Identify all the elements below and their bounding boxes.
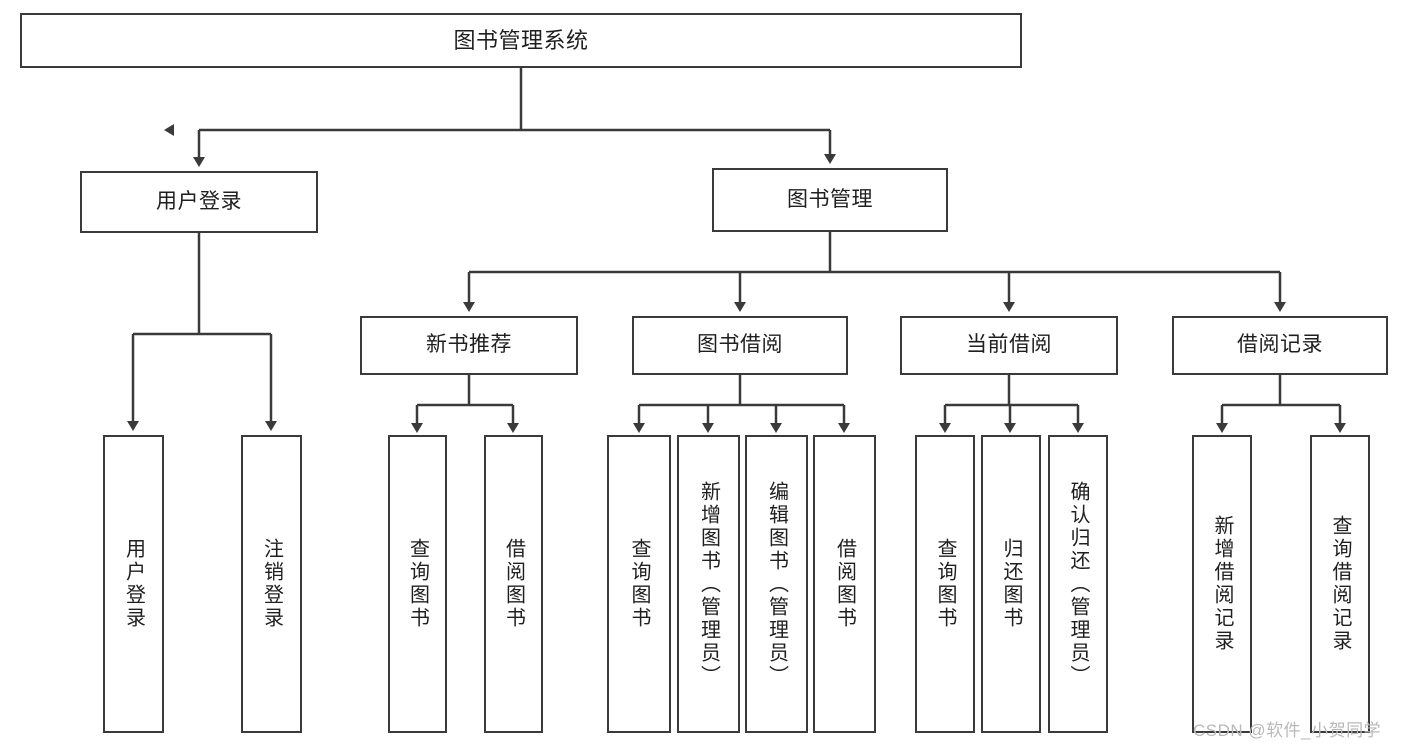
- leaf-borrow-record-add-record[interactable]: 新增借阅记录: [1192, 435, 1252, 733]
- leaf-new-book-borrow-book[interactable]: 借阅图书: [484, 435, 543, 733]
- node-root-system[interactable]: 图书管理系统: [20, 13, 1022, 68]
- node-label: 借阅图书: [502, 538, 525, 630]
- node-label: 归还图书: [1000, 538, 1022, 630]
- node-label: 新增借阅记录: [1211, 515, 1233, 653]
- node-book-borrow[interactable]: 图书借阅: [632, 316, 848, 375]
- node-label: 用户登录: [156, 189, 242, 213]
- leaf-user-login-logout[interactable]: 注销登录: [241, 435, 302, 733]
- leaf-current-borrow-confirm-return-admin[interactable]: 确认归还（管理员）: [1048, 435, 1108, 733]
- node-label: 查询图书: [628, 538, 650, 630]
- node-label: 新书推荐: [426, 333, 512, 357]
- node-label: 新增图书（管理员）: [697, 480, 720, 688]
- node-new-book-recommend[interactable]: 新书推荐: [360, 316, 578, 375]
- node-label: 图书管理: [787, 187, 873, 211]
- leaf-book-borrow-edit-book-admin[interactable]: 编辑图书（管理员）: [745, 435, 808, 733]
- node-user-login[interactable]: 用户登录: [80, 171, 318, 233]
- node-label: 借阅图书: [833, 538, 856, 630]
- node-label: 确认归还（管理员）: [1067, 480, 1089, 688]
- leaf-book-borrow-borrow-book[interactable]: 借阅图书: [813, 435, 876, 733]
- node-label: 注销登录: [260, 538, 283, 630]
- node-current-borrow[interactable]: 当前借阅: [900, 316, 1118, 375]
- node-label: 借阅记录: [1237, 333, 1323, 357]
- node-label: 查询图书: [934, 538, 956, 630]
- leaf-borrow-record-query-record[interactable]: 查询借阅记录: [1310, 435, 1370, 733]
- node-label: 用户登录: [122, 538, 145, 630]
- node-label: 图书借阅: [697, 333, 783, 357]
- node-label: 编辑图书（管理员）: [765, 480, 788, 688]
- node-label: 图书管理系统: [453, 27, 589, 53]
- node-borrow-record[interactable]: 借阅记录: [1172, 316, 1388, 375]
- csdn-watermark: CSDN @软件_小贺同学: [1193, 721, 1382, 740]
- node-label: 查询借阅记录: [1329, 515, 1351, 653]
- leaf-book-borrow-query-book[interactable]: 查询图书: [607, 435, 671, 733]
- leaf-current-borrow-query-book[interactable]: 查询图书: [915, 435, 975, 733]
- node-label: 当前借阅: [966, 333, 1052, 357]
- node-label: 查询图书: [406, 538, 429, 630]
- leaf-current-borrow-return-book[interactable]: 归还图书: [981, 435, 1041, 733]
- leaf-new-book-query-book[interactable]: 查询图书: [388, 435, 447, 733]
- node-book-management[interactable]: 图书管理: [712, 168, 948, 232]
- leaf-book-borrow-add-book-admin[interactable]: 新增图书（管理员）: [677, 435, 740, 733]
- leaf-user-login-login[interactable]: 用户登录: [103, 435, 164, 733]
